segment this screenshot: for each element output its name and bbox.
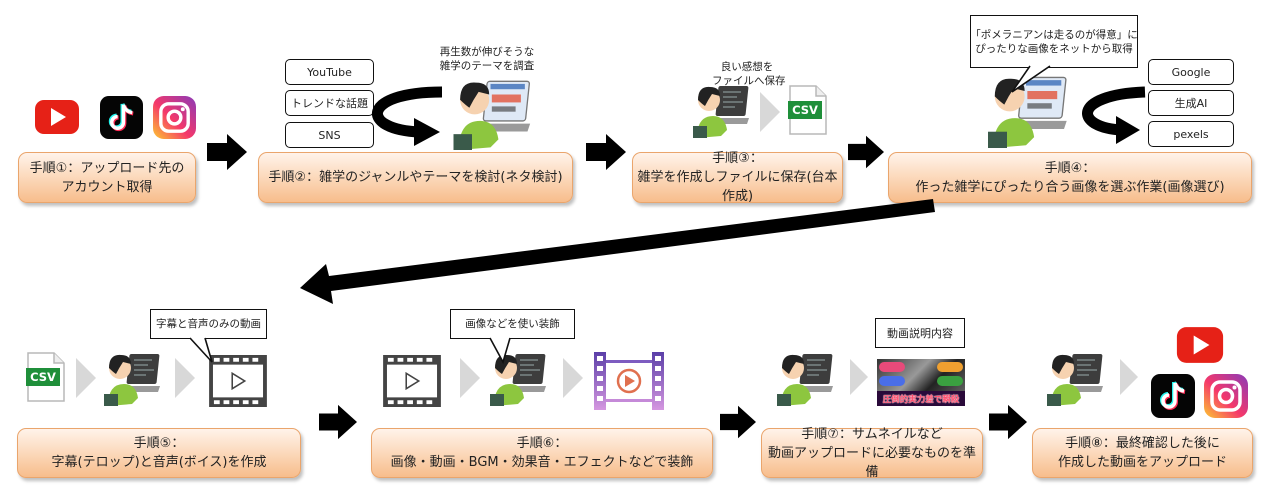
step-4-line-2: 作った雑学にぴったり合う画像を選ぶ作業(画像選び) (915, 179, 1225, 195)
thumbnail-image: 圧倒的実力差で瞬殺 (877, 359, 965, 406)
step-1-box: 手順①：アップロード先の アカウント取得 (18, 152, 196, 203)
curved-arrow-icon (1082, 86, 1146, 136)
step-7-line-2: 動画アップロードに必要なものを準備 (767, 445, 976, 480)
caption-line: 良い感想を (720, 61, 774, 73)
source-generative-ai: 生成AI (1148, 90, 1234, 116)
source-youtube: YouTube (285, 59, 374, 85)
bubble-tail (1011, 65, 1051, 93)
step-6-box: 手順⑥： 画像・動画・BGM・効果音・エフェクトなどで装飾 (371, 428, 713, 478)
csv-file-label: CSV (792, 103, 818, 117)
step-3-caption: 良い感想を ファイルへ保存 (712, 60, 786, 88)
step-2-box: 手順②：雑学のジャンルやテーマを検討(ネタ検討) (258, 152, 573, 203)
step-4-speech-bubble: 「ポメラニアンは走るのが得意」に ぴったりな画像をネットから取得 (970, 15, 1138, 68)
video-description-label: 動画説明内容 (875, 318, 965, 348)
bubble-line: ぴったりな画像をネットから取得 (975, 42, 1133, 55)
step-3-line-2: 雑学を作成しファイルに保存(台本作成) (637, 170, 838, 204)
curved-arrow-head (414, 118, 440, 146)
step-1-line-2: アカウント取得 (61, 179, 153, 195)
step-3-line-1: 手順③： (712, 151, 763, 166)
caption-line: 再生数が伸びそうな (439, 46, 535, 58)
step-5-line-2: 字幕(テロップ)と音声(ボイス)を作成 (51, 455, 267, 470)
bubble-tail (189, 337, 213, 363)
bubble-line: 字幕と音声のみの動画 (156, 318, 261, 330)
step-4-box: 手順④： 作った雑学にぴったり合う画像を選ぶ作業(画像選び) (888, 152, 1252, 203)
step-8-line-1: 手順⑧：最終確認した後に (1065, 436, 1220, 451)
source-google: Google (1148, 59, 1234, 85)
step-5-line-1: 手順⑤： (133, 436, 185, 451)
step-6-speech-bubble: 画像などを使い装飾 (450, 309, 575, 339)
source-sns: SNS (285, 122, 374, 148)
curved-arrow-head (1116, 116, 1140, 144)
thumbnail-badge (937, 376, 963, 386)
step-7-box: 手順⑦：サムネイルなど 動画アップロードに必要なものを準備 (761, 426, 983, 480)
source-pexels: pexels (1148, 121, 1234, 147)
step-5-box: 手順⑤： 字幕(テロップ)と音声(ボイス)を作成 (17, 428, 301, 478)
step-5-speech-bubble: 字幕と音声のみの動画 (150, 309, 267, 339)
step-8-box: 手順⑧：最終確認した後に 作成した動画をアップロード (1032, 428, 1253, 478)
step-7-line-1: 手順⑦：サムネイルなど (801, 426, 943, 442)
bubble-line: 画像などを使い装飾 (465, 318, 560, 330)
source-trends: トレンドな話題 (285, 90, 374, 116)
bubble-tail (489, 337, 511, 365)
thumbnail-badge (879, 376, 905, 386)
step-6-line-1: 手順⑥： (516, 436, 568, 451)
step-8-line-2: 作成した動画をアップロード (1057, 455, 1227, 470)
thumbnail-badge (937, 362, 963, 372)
thumbnail-title-text: 圧倒的実力差で瞬殺 (882, 394, 960, 405)
caption-line: ファイルへ保存 (712, 75, 786, 87)
big-return-arrow-icon (300, 199, 935, 304)
thumbnail-badge (879, 362, 905, 372)
csv-file-label: CSV (30, 370, 56, 384)
step-2-caption: 再生数が伸びそうな 雑学のテーマを調査 (432, 45, 542, 73)
thumbnail-title-band (877, 391, 965, 406)
caption-line: 雑学のテーマを調査 (439, 60, 535, 72)
step-4-line-1: 手順④： (1044, 160, 1096, 176)
step-6-line-2: 画像・動画・BGM・効果音・エフェクトなどで装飾 (390, 455, 694, 470)
step-3-box: 手順③： 雑学を作成しファイルに保存(台本作成) (632, 151, 843, 204)
curved-arrow-icon (372, 86, 443, 138)
step-1-line-1: 手順①：アップロード先の (29, 160, 185, 176)
bubble-line: 「ポメラニアンは走るのが得意」に (970, 28, 1138, 41)
step-2-line-1: 手順②：雑学のジャンルやテーマを検討(ネタ検討) (268, 170, 563, 185)
